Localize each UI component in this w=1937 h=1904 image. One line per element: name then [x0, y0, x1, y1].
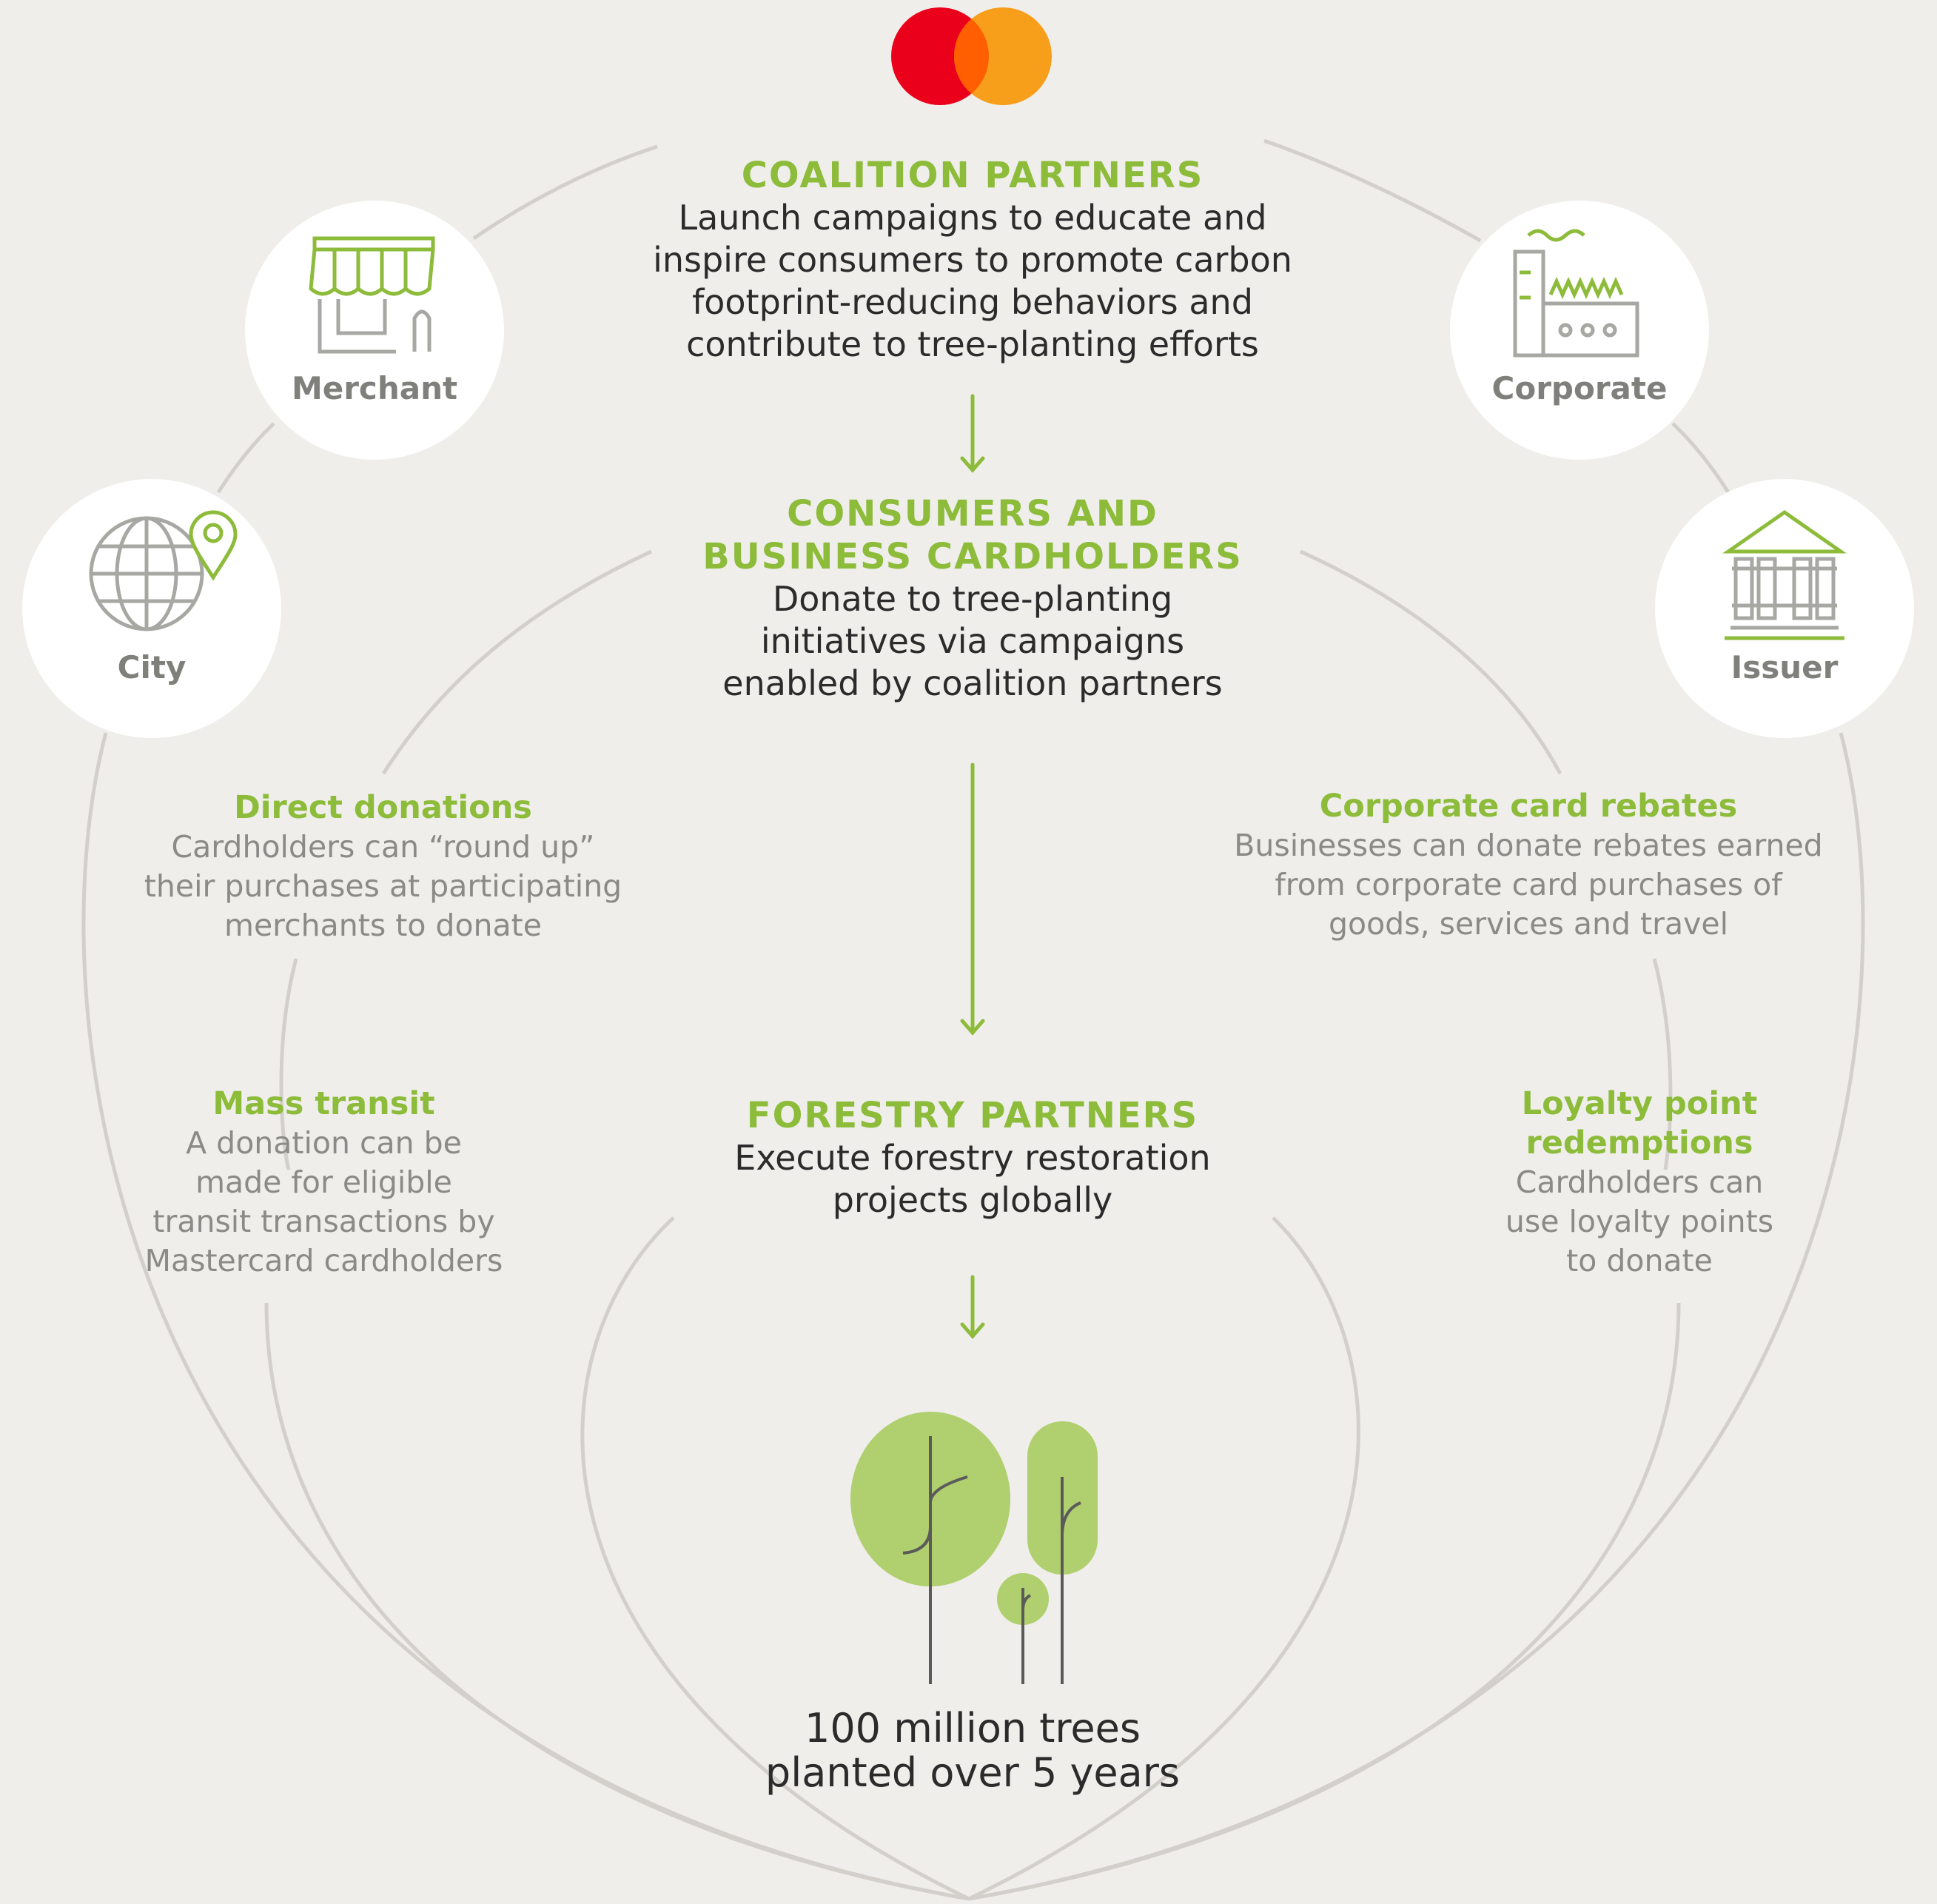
arrow-coalition-to-consumers — [960, 394, 985, 473]
mechanism-corporate-card-rebates: Corporate card rebates Businesses can do… — [1199, 787, 1858, 944]
inner-ring — [580, 1216, 1360, 1901]
mechanism-heading: Direct donations — [234, 789, 532, 826]
merchant-circle — [245, 201, 504, 460]
stage-heading: CONSUMERS AND BUSINESS CARDHOLDERS — [702, 493, 1243, 577]
mechanism-description: Cardholders can use loyalty points to do… — [1505, 1164, 1774, 1278]
mechanism-description: Businesses can donate rebates earned fro… — [1234, 828, 1823, 942]
storefront-icon — [309, 236, 435, 354]
issuer-circle — [1655, 479, 1914, 738]
mechanism-description: A donation can be made for eligible tran… — [144, 1125, 503, 1278]
globe-pin-icon — [89, 510, 238, 631]
factory-icon — [1513, 229, 1639, 358]
mechanism-heading: Mass transit — [212, 1085, 435, 1122]
partner-label-city: City — [117, 649, 187, 685]
mechanism-heading: Loyalty point redemptions — [1521, 1085, 1758, 1161]
partner-label-corporate: Corporate — [1491, 370, 1668, 406]
arrow-consumers-to-forestry — [960, 762, 985, 1036]
mechanism-direct-donations: Direct donations Cardholders can “round … — [111, 788, 655, 945]
stage-heading: FORESTRY PARTNERS — [746, 1095, 1199, 1136]
arrow-forestry-to-trees — [960, 1275, 985, 1339]
stage-description: Execute forestry restoration projects gl… — [734, 1138, 1211, 1220]
outcome-statement: 100 million trees planted over 5 years — [765, 1705, 1181, 1796]
mechanism-loyalty-point-redemptions: Loyalty point redemptions Cardholders ca… — [1451, 1085, 1828, 1281]
partner-label-merchant: Merchant — [291, 370, 458, 406]
bank-icon — [1722, 509, 1847, 640]
trees-icon — [850, 1412, 1098, 1684]
mechanism-description: Cardholders can “round up” their purchas… — [144, 829, 622, 943]
flow-arrows — [960, 394, 985, 1339]
stage-heading: COALITION PARTNERS — [741, 155, 1204, 196]
stage-description: Launch campaigns to educate and inspire … — [653, 198, 1292, 364]
mastercard-logo — [891, 7, 1052, 105]
stage-description: Donate to tree-planting initiatives via … — [722, 579, 1223, 703]
stage-consumers-cardholders: CONSUMERS AND BUSINESS CARDHOLDERS Donat… — [565, 492, 1380, 705]
stage-forestry-partners: FORESTRY PARTNERS Execute forestry resto… — [565, 1094, 1380, 1221]
mechanism-mass-transit: Mass transit A donation can be made for … — [111, 1085, 537, 1281]
middle-ring — [264, 549, 1681, 1901]
mechanism-heading: Corporate card rebates — [1319, 788, 1738, 825]
corporate-circle — [1450, 201, 1709, 460]
partner-label-issuer: Issuer — [1730, 649, 1839, 685]
stage-coalition-partners: COALITION PARTNERS Launch campaigns to e… — [565, 154, 1380, 366]
